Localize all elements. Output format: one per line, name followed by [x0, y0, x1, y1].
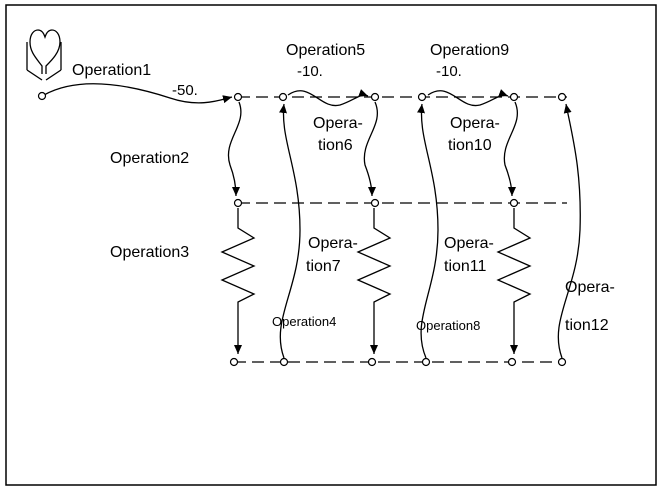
point: [557, 92, 567, 102]
operation10-label-line2: tion10: [448, 137, 492, 154]
operation11-path: [496, 208, 532, 354]
operation6-label-line1: Opera-: [313, 115, 363, 132]
operation1-label: Operation1: [72, 62, 151, 79]
point: [557, 357, 567, 367]
operation2-label: Operation2: [110, 150, 189, 167]
operation10-label-line1: Opera-: [450, 115, 500, 132]
operation8-label: Operation8: [416, 318, 480, 333]
point-markers: [37, 91, 567, 367]
point: [367, 357, 377, 367]
operation7-path: [356, 208, 392, 354]
operation3-path: [220, 208, 256, 354]
operation10-path: [503, 101, 518, 197]
operation12-path: [557, 103, 581, 359]
operation12-label-line2: tion12: [565, 317, 609, 334]
tool-icon: [26, 29, 62, 81]
operation4-path: [279, 103, 301, 359]
depth-value-second: -10.: [297, 63, 323, 80]
operation1-path: [43, 83, 233, 104]
operation7-label-line1: Opera-: [308, 235, 358, 252]
operation4-label: Operation4: [272, 314, 336, 329]
operation7-label-line2: tion7: [306, 258, 341, 275]
point: [278, 92, 288, 102]
operation8-path: [417, 103, 439, 359]
point: [370, 198, 380, 208]
point: [509, 92, 519, 102]
operation5-path: [287, 89, 369, 107]
operation2-path: [227, 101, 242, 197]
operation6-label-line2: tion6: [318, 137, 353, 154]
point: [421, 357, 431, 367]
point: [509, 198, 519, 208]
operation9-label: Operation9: [430, 42, 509, 59]
operation6-path: [363, 101, 378, 197]
operation3-label: Operation3: [110, 244, 189, 261]
operation12-label-line1: Opera-: [565, 279, 615, 296]
depth-value-third: -10.: [436, 63, 462, 80]
point: [279, 357, 289, 367]
point: [507, 357, 517, 367]
operation9-path: [427, 89, 509, 107]
diagram-frame: [5, 4, 657, 486]
point-start: [37, 91, 47, 101]
point: [229, 357, 239, 367]
point: [233, 198, 243, 208]
operation11-label-line2: tion11: [444, 258, 487, 275]
point: [417, 92, 427, 102]
point: [370, 92, 380, 102]
operation11-label-line1: Opera-: [444, 235, 494, 252]
point: [233, 92, 243, 102]
operation5-label: Operation5: [286, 42, 365, 59]
depth-value-first: -50.: [172, 82, 198, 99]
